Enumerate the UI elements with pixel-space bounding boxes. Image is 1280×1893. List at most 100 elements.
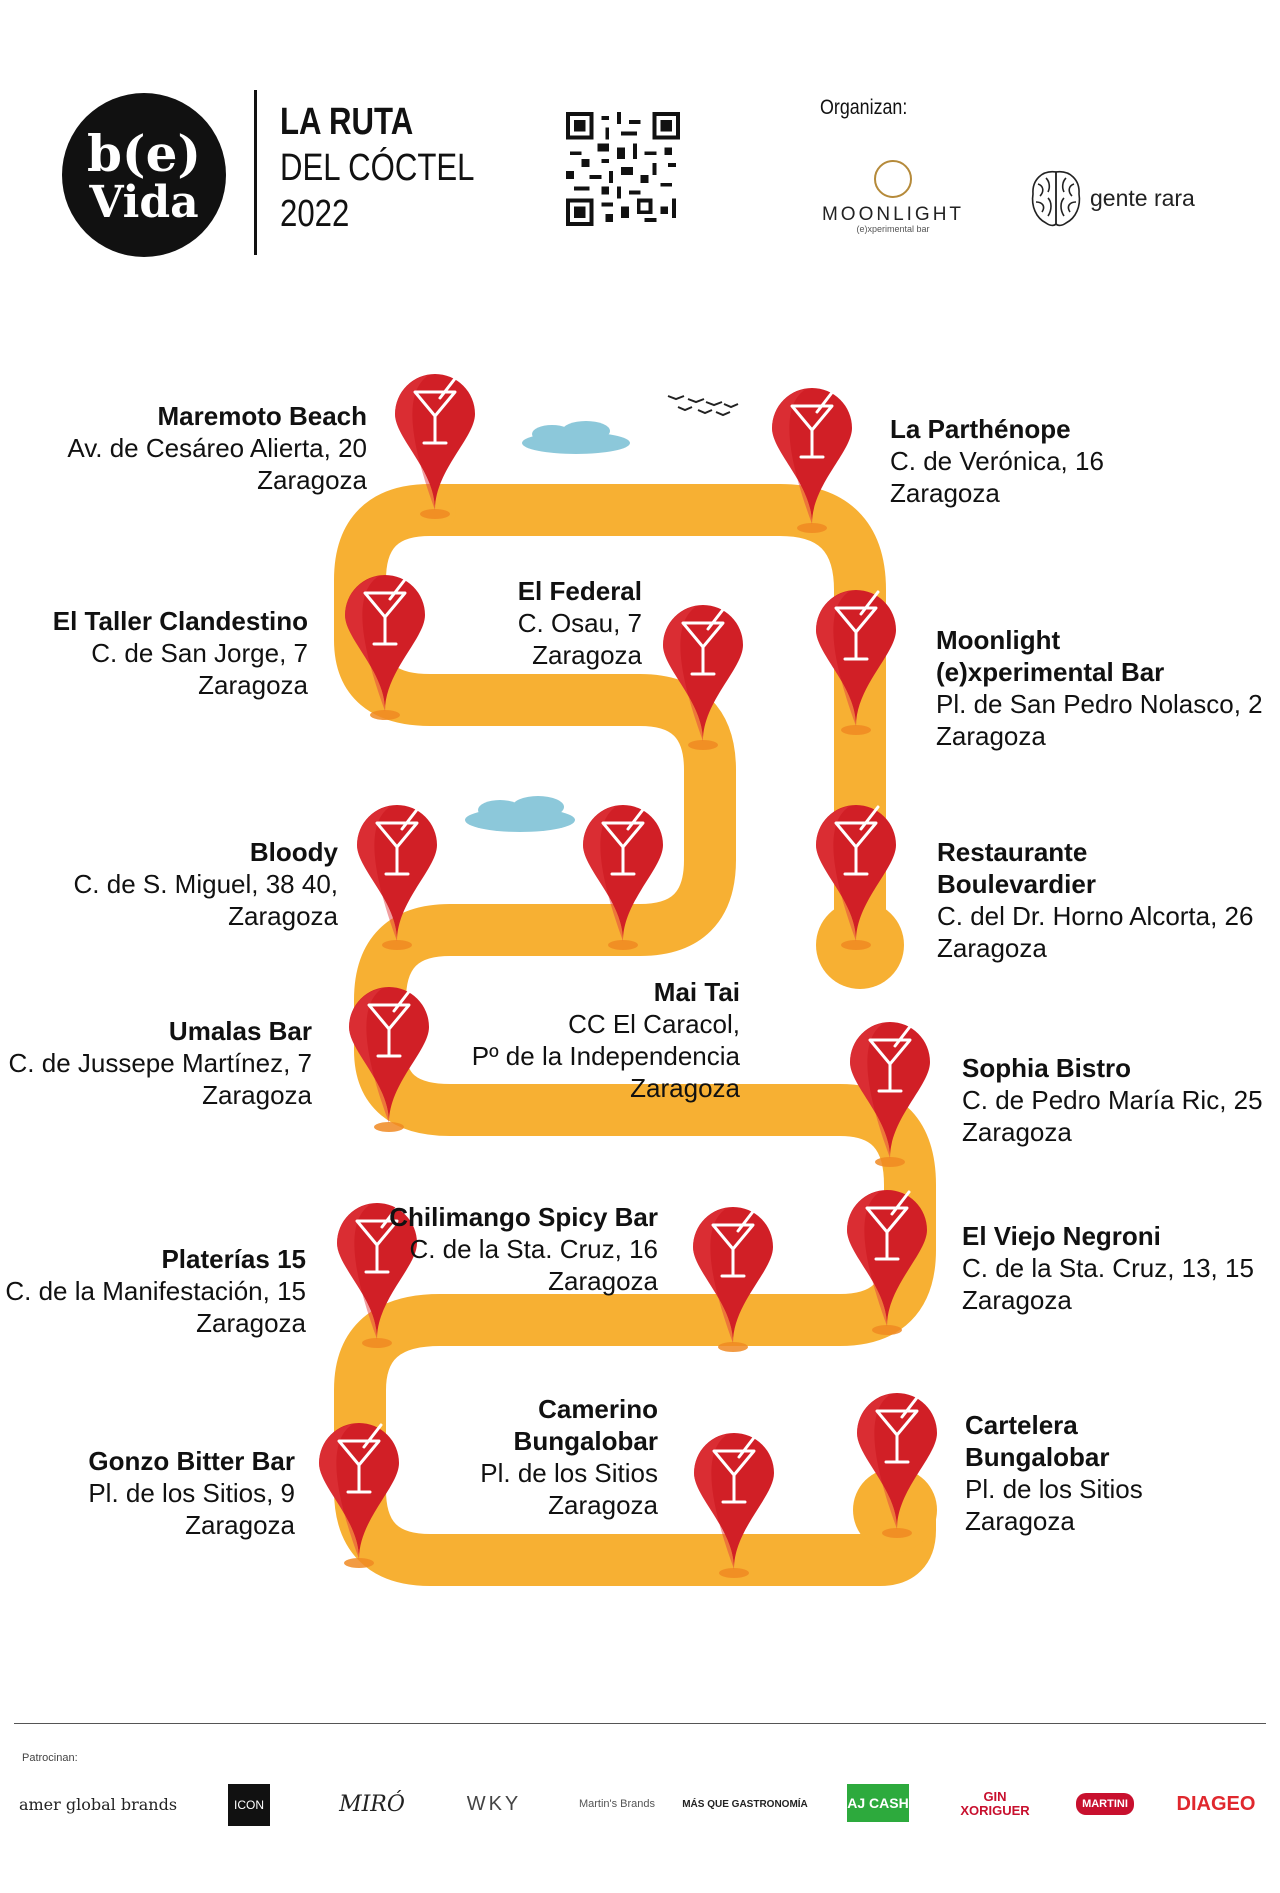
stop-name: El Federal bbox=[517, 576, 642, 606]
title-line-2: DEL CÓCTEL bbox=[280, 147, 475, 189]
sponsor-gin-xoriguer: GIN XORIGUER bbox=[960, 1789, 1030, 1818]
stop-label-camerino-bungalobar: Camerino Bungalobar Pl. de los Sitios Za… bbox=[480, 1393, 658, 1521]
sponsor-amer-global-brands: amer global brands bbox=[18, 1794, 178, 1814]
stop-name: La Parthénope bbox=[890, 414, 1071, 444]
stop-name: Mai Tai bbox=[653, 977, 740, 1007]
sponsor-wky: WKY bbox=[466, 1792, 522, 1815]
stop-address: Pl. de San Pedro Nolasco, 2 bbox=[936, 689, 1263, 719]
stop-city: Zaragoza bbox=[936, 721, 1046, 751]
moonlight-subtitle: (e)xperimental bar bbox=[856, 224, 930, 234]
sponsor-miro: MIRÓ bbox=[339, 1791, 405, 1817]
stop-name-2: Bungalobar bbox=[965, 1442, 1110, 1472]
stop-city: Zaragoza bbox=[962, 1285, 1072, 1315]
stop-label-la-parthenope: La Parthénope C. de Verónica, 16 Zaragoz… bbox=[890, 413, 1104, 509]
stop-name: Platerías 15 bbox=[161, 1244, 306, 1274]
stop-label-el-viejo-negroni: El Viejo Negroni C. de la Sta. Cruz, 13,… bbox=[962, 1220, 1254, 1316]
header-divider bbox=[254, 90, 257, 255]
stop-name: Cartelera bbox=[965, 1410, 1078, 1440]
qr-code[interactable] bbox=[566, 112, 680, 226]
stop-address: C. de Pedro María Ric, 25 bbox=[962, 1085, 1263, 1115]
stop-label-chilimango-spicy-bar: Chilimango Spicy Bar C. de la Sta. Cruz,… bbox=[389, 1201, 658, 1297]
stop-name: El Viejo Negroni bbox=[962, 1221, 1161, 1251]
stop-label-cartelera-bungalobar: Cartelera Bungalobar Pl. de los Sitios Z… bbox=[965, 1409, 1143, 1537]
stop-address: Pl. de los Sitios, 9 bbox=[88, 1478, 295, 1508]
stop-label-el-taller-clandestino: El Taller Clandestino C. de San Jorge, 7… bbox=[53, 605, 308, 701]
title-line-3: 2022 bbox=[280, 193, 350, 235]
stop-city: Zaragoza bbox=[196, 1308, 306, 1338]
stop-label-el-federal: El Federal C. Osau, 7 Zaragoza bbox=[518, 575, 642, 671]
stop-label-gonzo-bitter-bar: Gonzo Bitter Bar Pl. de los Sitios, 9 Za… bbox=[88, 1445, 295, 1541]
stop-address: C. de la Sta. Cruz, 13, 15 bbox=[962, 1253, 1254, 1283]
stop-city: Zaragoza bbox=[228, 901, 338, 931]
stop-address: C. de S. Miguel, 38 40, bbox=[73, 869, 338, 899]
sponsor-martins-brands: Martin's Brands bbox=[578, 1798, 656, 1810]
logo-line-1: b(e) bbox=[86, 124, 202, 183]
moonlight-name: MOONLIGHT bbox=[821, 204, 965, 225]
moonlight-moon-icon bbox=[874, 160, 912, 198]
stop-label-maremoto-beach: Maremoto Beach Av. de Cesáreo Alierta, 2… bbox=[67, 400, 367, 496]
patrocinan-label: Patrocinan: bbox=[22, 1752, 78, 1764]
stop-city: Zaragoza bbox=[965, 1506, 1075, 1536]
stop-label-restaurante-boulevardier: Restaurante Boulevardier C. del Dr. Horn… bbox=[937, 836, 1253, 964]
stop-label-bloody: Bloody C. de S. Miguel, 38 40, Zaragoza bbox=[74, 836, 338, 932]
stop-name: Umalas Bar bbox=[168, 1016, 312, 1046]
stop-city: Zaragoza bbox=[548, 1266, 658, 1296]
stop-name: Sophia Bistro bbox=[962, 1053, 1132, 1083]
bevida-logo: b(e) Vida bbox=[62, 93, 226, 257]
stop-name: Camerino bbox=[538, 1394, 658, 1424]
stop-name: Restaurante bbox=[937, 837, 1088, 867]
stop-city: Zaragoza bbox=[185, 1510, 295, 1540]
stop-name: Chilimango Spicy Bar bbox=[389, 1202, 658, 1232]
sponsor-icon: ICON bbox=[228, 1784, 270, 1826]
stop-address: C. Osau, 7 bbox=[517, 608, 642, 638]
stop-city: Zaragoza bbox=[202, 1080, 312, 1110]
stop-city: Zaragoza bbox=[532, 640, 642, 670]
stop-name: Moonlight bbox=[936, 625, 1061, 655]
stop-city: Zaragoza bbox=[257, 465, 367, 495]
logo-line-2: Vida bbox=[89, 177, 199, 228]
stop-name-2: Boulevardier bbox=[937, 869, 1096, 899]
stop-label-platerias-15: Platerías 15 C. de la Manifestación, 15 … bbox=[5, 1243, 306, 1339]
stop-label-mai-tai: Mai Tai CC El Caracol, Pº de la Independ… bbox=[472, 976, 740, 1104]
pin-shadows bbox=[344, 509, 912, 1578]
stop-city: Zaragoza bbox=[890, 478, 1000, 508]
stop-address: Av. de Cesáreo Alierta, 20 bbox=[67, 433, 367, 463]
brain-icon bbox=[1031, 170, 1081, 227]
stop-address: C. de San Jorge, 7 bbox=[91, 638, 308, 668]
stop-name: Bloody bbox=[249, 837, 338, 867]
stop-city: Zaragoza bbox=[198, 670, 308, 700]
gente-rara-logo: gente rara bbox=[1090, 185, 1195, 211]
stop-address: Pl. de los Sitios bbox=[480, 1458, 658, 1488]
sponsor-diageo: DIAGEO bbox=[1176, 1792, 1256, 1815]
birds-icon bbox=[667, 395, 739, 417]
stop-address-2: Pº de la Independencia bbox=[471, 1041, 740, 1071]
stop-name: Gonzo Bitter Bar bbox=[88, 1446, 295, 1476]
title-line-1: LA RUTA bbox=[280, 101, 414, 143]
sponsor-aj-cash: AJ CASH bbox=[847, 1784, 909, 1822]
stop-city: Zaragoza bbox=[962, 1117, 1072, 1147]
stop-name: Maremoto Beach bbox=[157, 401, 368, 431]
stop-label-sophia-bistro: Sophia Bistro C. de Pedro María Ric, 25 … bbox=[962, 1052, 1263, 1148]
stop-name: El Taller Clandestino bbox=[52, 606, 308, 636]
stop-address: C. de Jussepe Martínez, 7 bbox=[8, 1048, 312, 1078]
route-map bbox=[317, 372, 939, 1586]
stop-address: C. de Verónica, 16 bbox=[890, 446, 1104, 476]
stop-city: Zaragoza bbox=[937, 933, 1047, 963]
cloud-icon bbox=[465, 796, 575, 832]
stop-address: C. de la Sta. Cruz, 16 bbox=[409, 1234, 658, 1264]
stop-label-moonlight: Moonlight (e)xperimental Bar Pl. de San … bbox=[936, 624, 1263, 752]
stop-name-2: (e)xperimental Bar bbox=[936, 657, 1165, 687]
stop-address: C. del Dr. Horno Alcorta, 26 bbox=[937, 901, 1254, 931]
footer-divider bbox=[14, 1723, 1266, 1724]
sponsor-mas-que-gastronomia: MÁS QUE GASTRONOMÍA bbox=[682, 1798, 808, 1810]
stop-address: Pl. de los Sitios bbox=[965, 1474, 1143, 1504]
organizan-label: Organizan: bbox=[820, 96, 908, 119]
stop-address: CC El Caracol, bbox=[568, 1009, 740, 1039]
cloud-icon bbox=[522, 421, 630, 454]
moonlight-logo: MOONLIGHT (e)xperimental bar bbox=[808, 160, 978, 240]
stop-label-umalas-bar: Umalas Bar C. de Jussepe Martínez, 7 Zar… bbox=[9, 1015, 312, 1111]
sponsor-martini: MARTINI bbox=[1076, 1793, 1134, 1815]
stop-address: C. de la Manifestación, 15 bbox=[5, 1276, 306, 1306]
stop-city: Zaragoza bbox=[630, 1073, 740, 1103]
stop-city: Zaragoza bbox=[548, 1490, 658, 1520]
